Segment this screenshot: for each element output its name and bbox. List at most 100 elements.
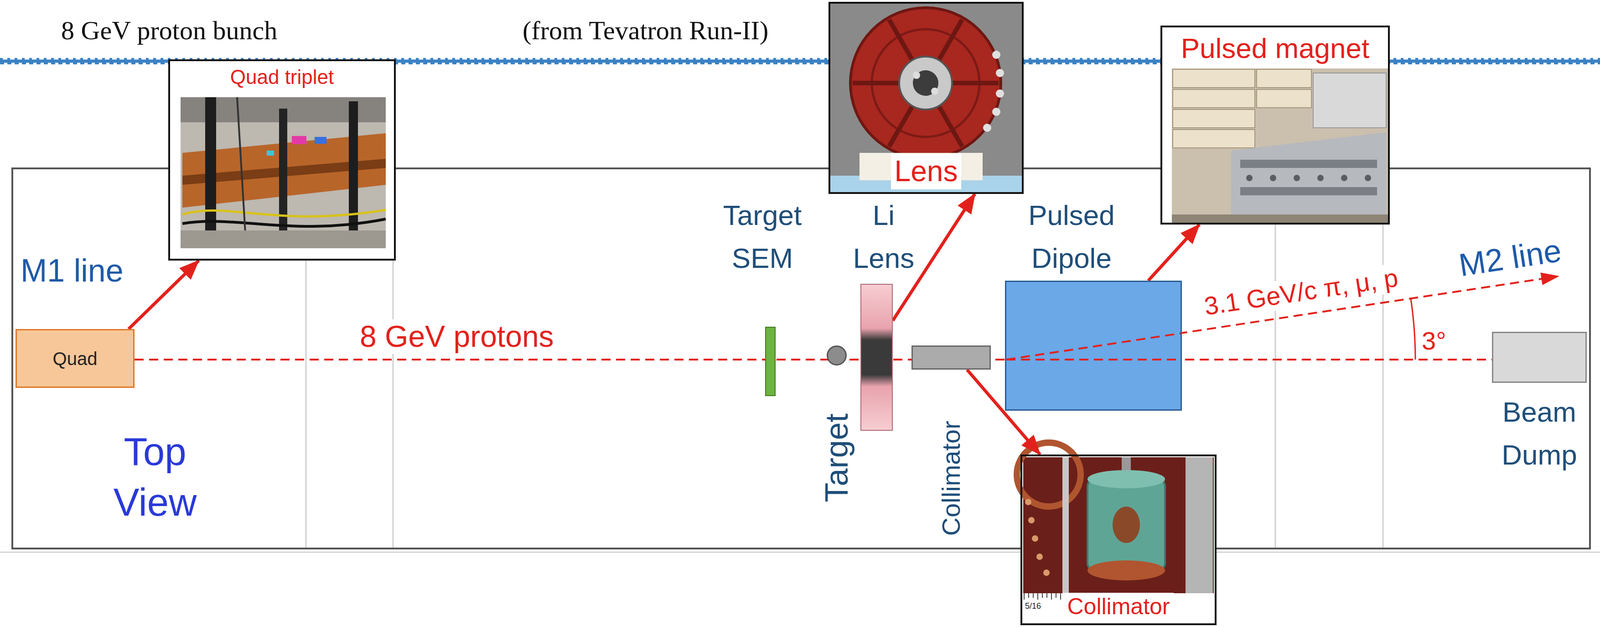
inset-label: Quad triplet <box>226 64 338 90</box>
collimator-block: Collimator <box>911 345 991 370</box>
component-label: Pulsed Dipole <box>1012 193 1131 280</box>
ruler-mark: 5/16 <box>1025 600 1041 611</box>
quad-triplet-photo <box>291 135 307 145</box>
component-label: Target SEM <box>707 193 818 280</box>
lens-photo <box>889 106 912 147</box>
pulsed-magnet-photo <box>1171 68 1389 223</box>
beam-line <box>1006 333 1181 360</box>
lens-photo <box>939 106 963 147</box>
beam-label: 3.1 GeV/c π, μ, p <box>1199 262 1403 322</box>
collimator-photo <box>1031 534 1039 542</box>
pulsed-magnet-photo <box>1240 159 1378 168</box>
collimator-photo <box>1087 559 1166 580</box>
quad-triplet-photo <box>182 209 386 217</box>
pulsed-magnet-photo <box>1231 132 1387 219</box>
collimator-photo <box>1028 516 1035 523</box>
view-title: Top View <box>91 426 219 528</box>
quad-triplet-photo <box>180 230 386 249</box>
header-text: 8 GeV proton bunch <box>61 15 278 47</box>
component-label: Li Lens <box>844 193 923 280</box>
inset-label: Collimator <box>1063 592 1174 621</box>
lens-photo <box>912 71 921 79</box>
angle-label: 3° <box>1421 326 1447 356</box>
callout-arrow <box>1148 224 1200 281</box>
quad-triplet-photo <box>279 108 288 249</box>
lens-photo <box>828 1 1024 194</box>
component-label: Target <box>818 413 856 503</box>
sem-bar: Target SEM <box>765 326 776 396</box>
photo-inset: Lens <box>828 1 1024 194</box>
quad-triplet-photo <box>168 59 396 261</box>
quad-triplet-photo <box>168 59 396 261</box>
connectors <box>128 193 1200 455</box>
lens-photo <box>850 7 1001 159</box>
collimator-photo <box>1020 454 1217 625</box>
pulsed-magnet-photo <box>1341 174 1348 182</box>
beam-line <box>1540 272 1560 285</box>
pulsed-magnet-photo <box>1317 174 1324 182</box>
collimator-photo <box>1023 456 1214 593</box>
lens-photo <box>931 87 939 95</box>
pulsed-magnet-photo <box>1172 89 1255 108</box>
pulsed-magnet-photo <box>1269 174 1277 182</box>
lens-photo <box>899 56 953 110</box>
collimator-photo <box>1185 456 1213 593</box>
photo-inset: Quad triplet <box>168 59 396 261</box>
lens-photo <box>828 1 1024 194</box>
quad-triplet-photo <box>348 101 358 249</box>
collimator-photo <box>1036 553 1043 560</box>
collimator-photo <box>1087 469 1166 488</box>
quad-triplet-photo <box>266 150 275 156</box>
lens-photo <box>939 19 963 60</box>
beam-label: 8 GeV protons <box>357 319 557 354</box>
lens-photo <box>995 89 1005 98</box>
lens-photo <box>995 68 1005 78</box>
component-label: Quad <box>52 347 98 369</box>
lens-photo <box>889 19 912 60</box>
line-name: M1 line <box>20 252 124 290</box>
lithium-lens: Li Lens <box>860 283 893 431</box>
collimator-photo <box>1016 442 1217 625</box>
collimator-photo <box>1062 456 1069 593</box>
collimator-photo <box>1043 569 1050 576</box>
beam-dump: Beam Dump <box>1491 331 1587 383</box>
view-frame <box>0 551 1600 553</box>
pulsed-magnet-photo <box>1172 129 1255 148</box>
line-name: M2 line <box>1454 231 1567 285</box>
pulsed-magnet-photo <box>1172 109 1255 128</box>
inset-label: Pulsed magnet <box>1177 31 1374 66</box>
photo-inset: Collimator <box>1020 454 1217 625</box>
collimator-photo <box>1016 442 1081 507</box>
pulsed-magnet-photo <box>1256 69 1312 88</box>
pulsed-magnet-photo <box>1256 89 1312 108</box>
quad-triplet-photo <box>205 97 217 249</box>
beam-line <box>1006 358 1181 361</box>
inset-label: Lens <box>890 153 962 190</box>
component-label: Collimator <box>936 420 966 536</box>
beam-line <box>1410 298 1416 360</box>
pulsed-magnet-photo <box>1364 174 1372 182</box>
pulsed-magnet-photo <box>1246 174 1253 182</box>
lens-photo <box>830 3 1022 192</box>
lens-photo <box>952 80 999 86</box>
quad-triplet-photo <box>182 218 386 227</box>
pulsed-magnet-photo <box>1160 25 1390 225</box>
pulsed-magnet-photo <box>1293 174 1300 182</box>
beam-line <box>134 358 1492 361</box>
pulsed-magnet-photo <box>1313 72 1387 128</box>
pulsed-magnet-photo <box>1171 214 1389 223</box>
view-frame <box>1274 169 1277 548</box>
pulsed-magnet-photo <box>1240 186 1378 196</box>
dipole-box: Pulsed Dipole <box>1004 280 1182 411</box>
target-circle: Target <box>826 345 847 366</box>
lens-photo <box>983 123 992 132</box>
collimator-photo <box>1024 592 1061 600</box>
component-label: Beam Dump <box>1486 390 1592 477</box>
pulsed-magnet-photo <box>1160 25 1390 225</box>
quad-triplet-photo <box>237 97 247 249</box>
lens-photo <box>912 70 939 96</box>
